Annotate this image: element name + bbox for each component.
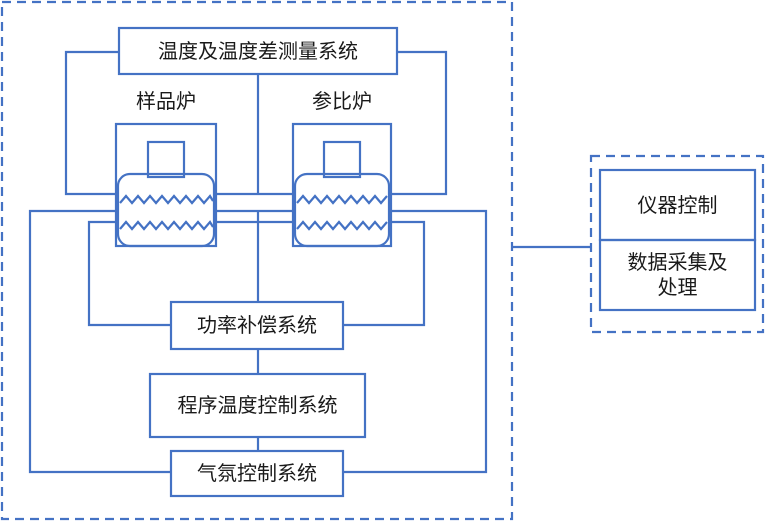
- instrument-boundary: [589, 154, 765, 334]
- data-processing-label: 数据采集及 处理: [600, 240, 755, 310]
- power-line-right: [343, 220, 426, 327]
- measure-line-left: [64, 50, 119, 196]
- program-temp-label: 程序温度控制系统: [177, 393, 338, 417]
- power-comp-label: 功率补偿系统: [197, 313, 317, 337]
- power-line-left: [87, 220, 171, 327]
- measure-line-right: [389, 50, 448, 196]
- sample-furnace-label: 样品炉: [136, 88, 196, 113]
- sample-heater-coil-upper: [119, 194, 214, 205]
- reference-heater-block: [293, 172, 391, 248]
- reference-furnace-cup: [322, 140, 362, 179]
- main-system-boundary: [0, 0, 514, 521]
- instrument-control-label: 仪器控制: [637, 192, 718, 217]
- data-processing-line1: 数据采集及: [627, 250, 728, 274]
- sample-furnace-cup: [146, 140, 186, 179]
- reference-heater-coil-upper: [296, 194, 388, 205]
- reference-heater-coil-lower: [296, 220, 388, 231]
- atmosphere-line-left: [28, 209, 171, 474]
- atmosphere-line-right: [343, 209, 488, 474]
- sample-heater-block: [116, 172, 216, 248]
- atmosphere-label: 气氛控制系统: [197, 461, 317, 485]
- temp-measure-label: 温度及温度差测量系统: [158, 38, 358, 63]
- data-processing-line2: 处理: [657, 275, 698, 299]
- reference-furnace-label: 参比炉: [312, 88, 372, 113]
- sample-heater-coil-lower: [119, 220, 214, 231]
- data-processing-box: [598, 238, 757, 312]
